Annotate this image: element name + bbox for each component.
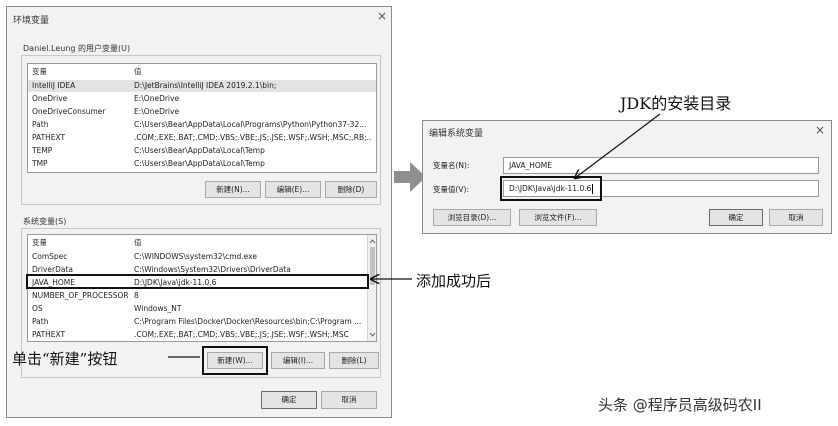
value-field-highlight	[500, 176, 602, 201]
table-row[interactable]: TEMP C:\Users\Bear\AppData\Local\Temp	[32, 146, 265, 155]
table-row[interactable]: DriverData C:\Windows\System32\Drivers\D…	[32, 265, 291, 274]
cancel-button[interactable]: 取消	[321, 391, 377, 409]
system-edit-button[interactable]: 编辑(I)...	[271, 352, 325, 369]
dialog-title: 编辑系统变量	[429, 129, 484, 139]
cancel-button[interactable]: 取消	[769, 209, 823, 226]
text-cursor	[592, 184, 594, 194]
system-variables-label: 系统变量(S)	[23, 217, 67, 226]
added-success-annotation: 添加成功后	[416, 272, 492, 290]
table-row[interactable]: IntelliJ IDEA D:\JetBrains\IntelliJ IDEA…	[28, 80, 376, 92]
scroll-down-icon[interactable]	[368, 331, 377, 339]
scroll-up-icon[interactable]	[368, 237, 377, 245]
user-variables-list[interactable]: 变量 值 IntelliJ IDEA D:\JetBrains\IntelliJ…	[27, 63, 377, 173]
new-button-highlight	[202, 346, 268, 375]
table-row[interactable]: Path C:\Users\Bear\AppData\Local\Program…	[32, 120, 367, 129]
table-row[interactable]: OneDrive E:\OneDrive	[32, 94, 180, 103]
variable-value-label: 变量值(V):	[433, 185, 470, 194]
close-icon[interactable]: ×	[815, 123, 826, 137]
variable-value-field[interactable]: D:\JDK\Java\jdk-11.0.6	[503, 180, 819, 197]
user-edit-button[interactable]: 编辑(E)...	[265, 181, 321, 198]
table-row[interactable]: PATHEXT .COM;.EXE;.BAT;.CMD;.VBS;.VBE;.J…	[32, 330, 349, 339]
dialog-title: 环境变量	[13, 16, 50, 26]
table-row[interactable]: NUMBER_OF_PROCESSORS 8	[32, 291, 139, 300]
variable-name-label: 变量名(N):	[433, 161, 470, 170]
watermark: 头条 @程序员高级码农II	[598, 396, 762, 414]
jdk-install-dir-annotation: JDK的安装目录	[620, 94, 732, 113]
right-arrow-icon	[394, 162, 426, 192]
table-row[interactable]: OneDriveConsumer E:\OneDrive	[32, 107, 180, 116]
table-row[interactable]: PATHEXT .COM;.EXE;.BAT;.CMD;.VBS;.VBE;.J…	[32, 133, 372, 142]
ok-button[interactable]: 确定	[709, 209, 763, 226]
browse-file-button[interactable]: 浏览文件(F)...	[519, 209, 597, 226]
java-home-highlight	[26, 274, 369, 289]
user-variables-label: Daniel.Leung 的用户变量(U)	[23, 44, 131, 53]
user-delete-button[interactable]: 删除(D)	[325, 181, 377, 198]
table-row-java-home[interactable]: JAVA_HOME D:\JDK\Java\jdk-11.0.6	[32, 278, 217, 287]
system-variables-group	[21, 228, 381, 378]
environment-variables-dialog: 环境变量 × Daniel.Leung 的用户变量(U) 变量 值 Intell…	[6, 6, 392, 418]
close-icon[interactable]: ×	[377, 9, 388, 23]
system-delete-button[interactable]: 删除(L)	[329, 352, 379, 369]
table-row[interactable]: OS Windows_NT	[32, 304, 182, 313]
list-header[interactable]: 变量 值	[32, 67, 142, 76]
variable-value-text: D:\JDK\Java\jdk-11.0.6	[509, 184, 592, 193]
scroll-thumb[interactable]	[370, 247, 375, 285]
click-new-annotation: 单击“新建”按钮	[12, 350, 118, 368]
system-new-button[interactable]: 新建(W)...	[207, 352, 263, 369]
browse-directory-button[interactable]: 浏览目录(D)...	[433, 209, 511, 226]
user-variables-group	[21, 55, 381, 205]
table-row[interactable]: TMP C:\Users\Bear\AppData\Local\Temp	[32, 159, 265, 168]
ok-button[interactable]: 确定	[261, 391, 317, 409]
table-row[interactable]: Path C:\Program Files\Docker\Docker\Reso…	[32, 317, 362, 326]
table-row[interactable]: ComSpec C:\WINDOWS\system32\cmd.exe	[32, 252, 257, 261]
user-new-button[interactable]: 新建(N)...	[205, 181, 261, 198]
list-header[interactable]: 变量 值	[32, 238, 142, 247]
